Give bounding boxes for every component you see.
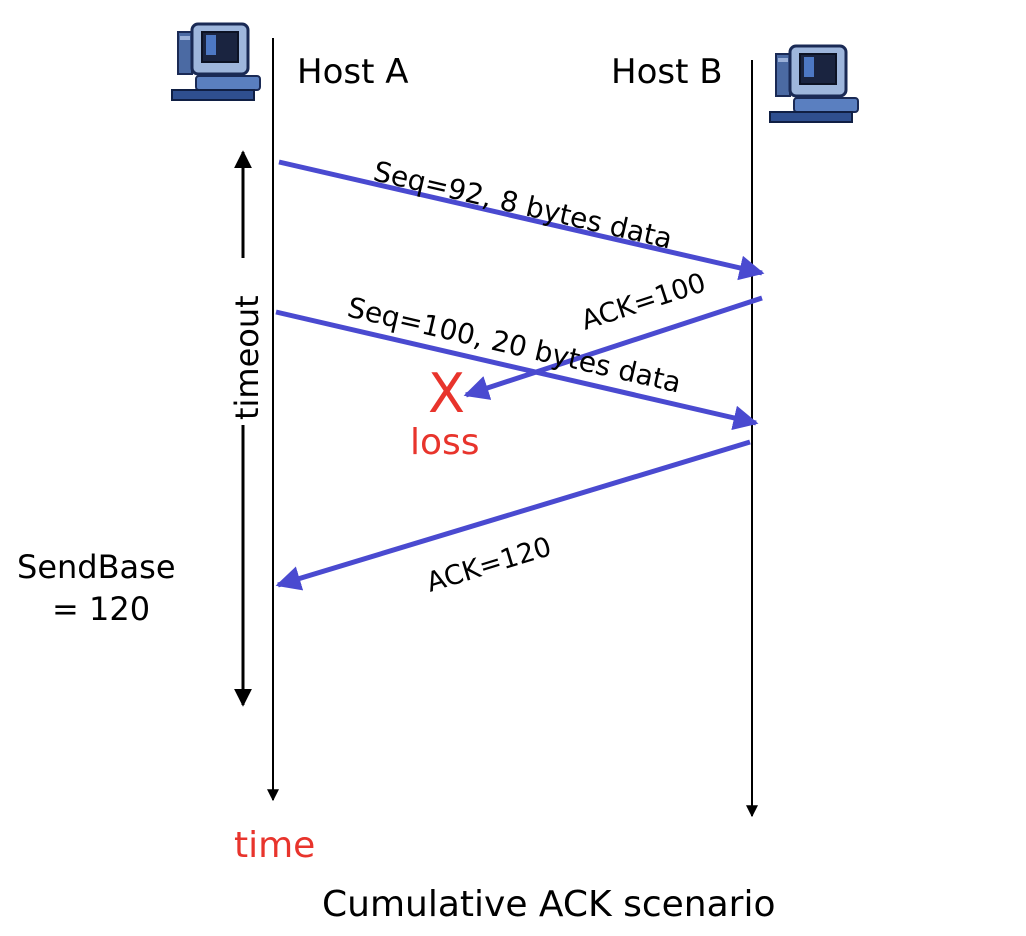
- loss-label: loss: [410, 422, 480, 463]
- ack100-arrow: [463, 295, 763, 400]
- ack120-arrow: [275, 439, 751, 591]
- sendbase-line1: SendBase: [17, 548, 176, 586]
- time-label: time: [234, 825, 315, 866]
- host-b-computer-icon: [769, 44, 859, 123]
- host-a-computer-icon: [171, 22, 261, 101]
- sendbase-line2: = 120: [52, 590, 150, 628]
- diagram-title: Cumulative ACK scenario: [322, 884, 776, 925]
- seq100-arrow: [275, 309, 759, 431]
- ack100-label: ACK=100: [578, 267, 710, 336]
- ack120-label: ACK=120: [423, 531, 555, 598]
- loss-x-mark: X: [428, 362, 465, 425]
- host-a-label: Host A: [297, 52, 408, 92]
- timeout-label: timeout: [228, 295, 266, 420]
- host-b-label: Host B: [611, 52, 723, 92]
- seq92-label: Seq=92, 8 bytes data: [370, 155, 675, 256]
- seq92-arrow: [278, 159, 765, 281]
